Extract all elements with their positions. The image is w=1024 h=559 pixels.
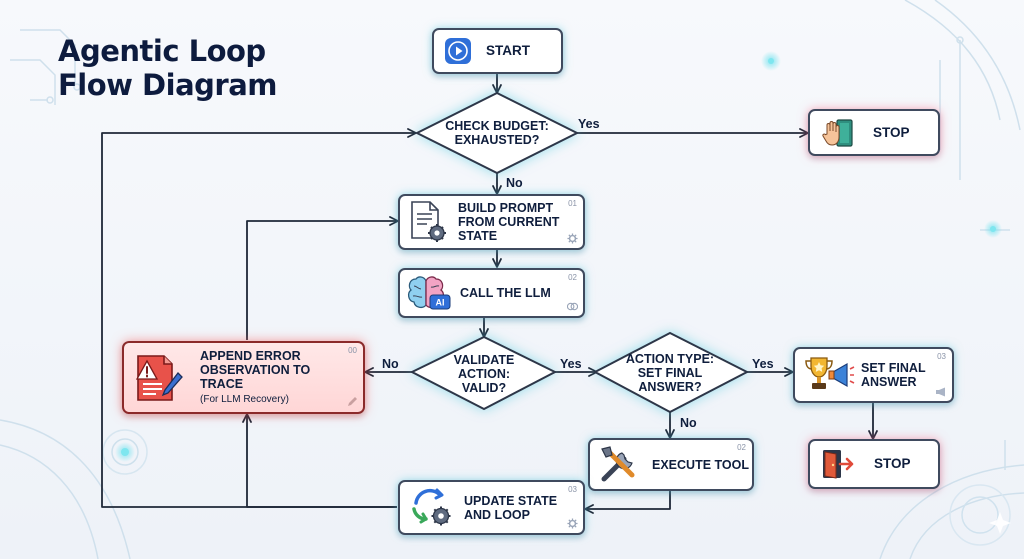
stop-node-bottom: STOP [808,439,940,489]
tools-icon [601,445,635,481]
stop-bottom-label: STOP [874,456,911,471]
execute-tool-number: 02 [737,443,746,452]
edge-label-budget-no: No [506,176,523,190]
error-document-icon [135,354,183,401]
play-icon [445,38,471,64]
append-error-title: APPEND ERROR OBSERVATION TO TRACE [200,348,311,391]
edge-update-to-budget [101,128,417,508]
call-llm-node: AI CALL THE LLM 02 [398,268,585,318]
call-llm-label: CALL THE LLM [460,286,551,300]
glow-dots [115,51,1011,534]
execute-tool-label: EXECUTE TOOL [652,457,750,472]
build-prompt-number: 01 [568,199,577,208]
exit-door-icon [823,450,854,479]
decision-check-budget [414,91,580,175]
gear-icon [567,233,578,244]
brain-small-icon [567,302,578,311]
edge-execute-to-update [584,491,671,514]
gear-small-icon [567,518,578,529]
refresh-gear-icon [412,488,451,525]
edge-label-budget-yes: Yes [578,117,600,131]
execute-tool-node: EXECUTE TOOL 02 [588,438,754,491]
pencil-small-icon [348,397,357,406]
call-llm-number: 02 [568,273,577,282]
stop-node-top: STOP [808,109,940,156]
title-line-2: Flow Diagram [58,68,278,102]
stop-top-label: STOP [873,124,910,140]
title-line-1: Agentic Loop [58,34,266,68]
edge-label-action-no: No [680,416,697,430]
update-state-number: 03 [568,485,577,494]
check-budget-label: CHECK BUDGET: EXHAUSTED? [445,119,549,147]
append-error-number: 00 [348,346,357,355]
hand-door-icon [822,118,853,147]
diagram-title: Agentic Loop Flow Diagram [58,34,278,102]
document-gear-icon [411,201,446,242]
build-prompt-label: BUILD PROMPT FROM CURRENT STATE [458,201,560,243]
append-error-node: APPEND ERROR OBSERVATION TO TRACE (For L… [122,341,365,414]
edge-label-validate-no: No [382,357,399,371]
trophy-megaphone-icon [805,357,855,389]
decision-validate-action [409,335,558,411]
append-error-label: APPEND ERROR OBSERVATION TO TRACE (For L… [200,349,310,407]
megaphone-small-icon [936,387,945,397]
decision-action-type [592,331,750,414]
edge-label-action-yes: Yes [752,357,774,371]
update-state-node: UPDATE STATE AND LOOP 03 [398,480,585,535]
edge-error-to-build [246,216,399,340]
set-final-answer-node: SET FINAL ANSWER 03 [793,347,954,403]
start-label: START [486,43,530,58]
edge-label-validate-yes: Yes [560,357,582,371]
edge-update-to-error [242,413,397,508]
set-final-number: 03 [937,352,946,361]
action-type-label: ACTION TYPE: SET FINAL ANSWER? [625,352,715,394]
validate-label: VALIDATE ACTION: VALID? [453,353,515,395]
ai-brain-icon: AI [407,276,451,310]
edges [101,74,878,514]
build-prompt-node: BUILD PROMPT FROM CURRENT STATE 01 [398,194,585,250]
svg-text:AI: AI [436,298,445,308]
update-state-label: UPDATE STATE AND LOOP [464,493,558,522]
set-final-label: SET FINAL ANSWER [861,361,926,389]
start-node: START [432,28,563,74]
append-error-sublabel: (For LLM Recovery) [200,393,289,405]
